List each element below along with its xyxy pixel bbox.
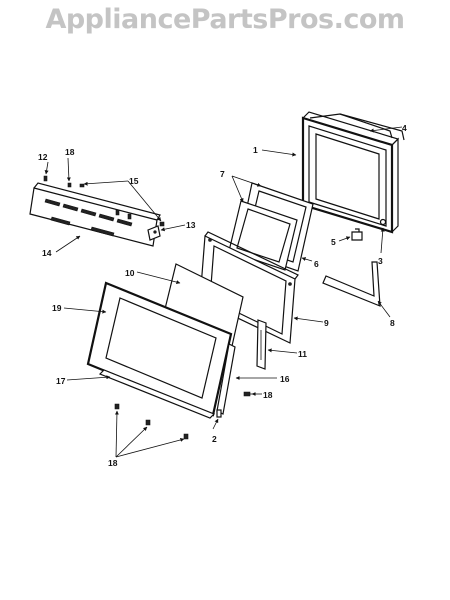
callout-4: 4 [402,123,407,133]
callout-16: 16 [280,374,290,384]
part-screws-bottom [114,403,189,440]
callout-9: 9 [324,318,329,328]
part-clip-5 [351,228,363,241]
callout-17: 17 [56,376,66,386]
callout-6: 6 [314,259,319,269]
callout-2: 2 [212,434,217,444]
part-vent-strip-11 [256,319,267,370]
callout-10: 10 [125,268,135,278]
part-outer-door-panel [301,111,400,234]
callout-18-bottom: 18 [108,458,118,468]
callout-3: 3 [378,256,383,266]
callout-12: 12 [38,152,48,162]
part-side-trim-8 [322,261,381,307]
callout-11: 11 [298,349,307,359]
callout-1: 1 [253,145,258,155]
part-top-vent-trim-14 [29,182,161,247]
part-hinge-screw-3 [379,218,387,226]
callout-15: 15 [129,176,139,186]
callout-7: 7 [220,169,225,179]
callout-19: 19 [52,303,62,313]
part-spacer-2 [216,409,222,418]
callout-14: 14 [42,248,52,258]
part-door-gasket [309,113,405,141]
part-side-channel-16 [216,343,236,415]
part-window-glass-7 [228,200,298,271]
callout-18-side: 18 [263,390,273,400]
callout-13: 13 [186,220,196,230]
part-bottom-trim-17 [98,369,216,419]
callout-18-top: 18 [65,147,75,157]
part-bracket-13 [147,225,161,241]
callout-8: 8 [390,318,395,328]
part-screws-top [43,175,165,227]
watermark-logo: AppliancePartsPros.com [45,4,405,35]
leader-lines [44,126,403,458]
callout-5: 5 [331,237,336,247]
part-inner-frame-9 [199,231,299,344]
